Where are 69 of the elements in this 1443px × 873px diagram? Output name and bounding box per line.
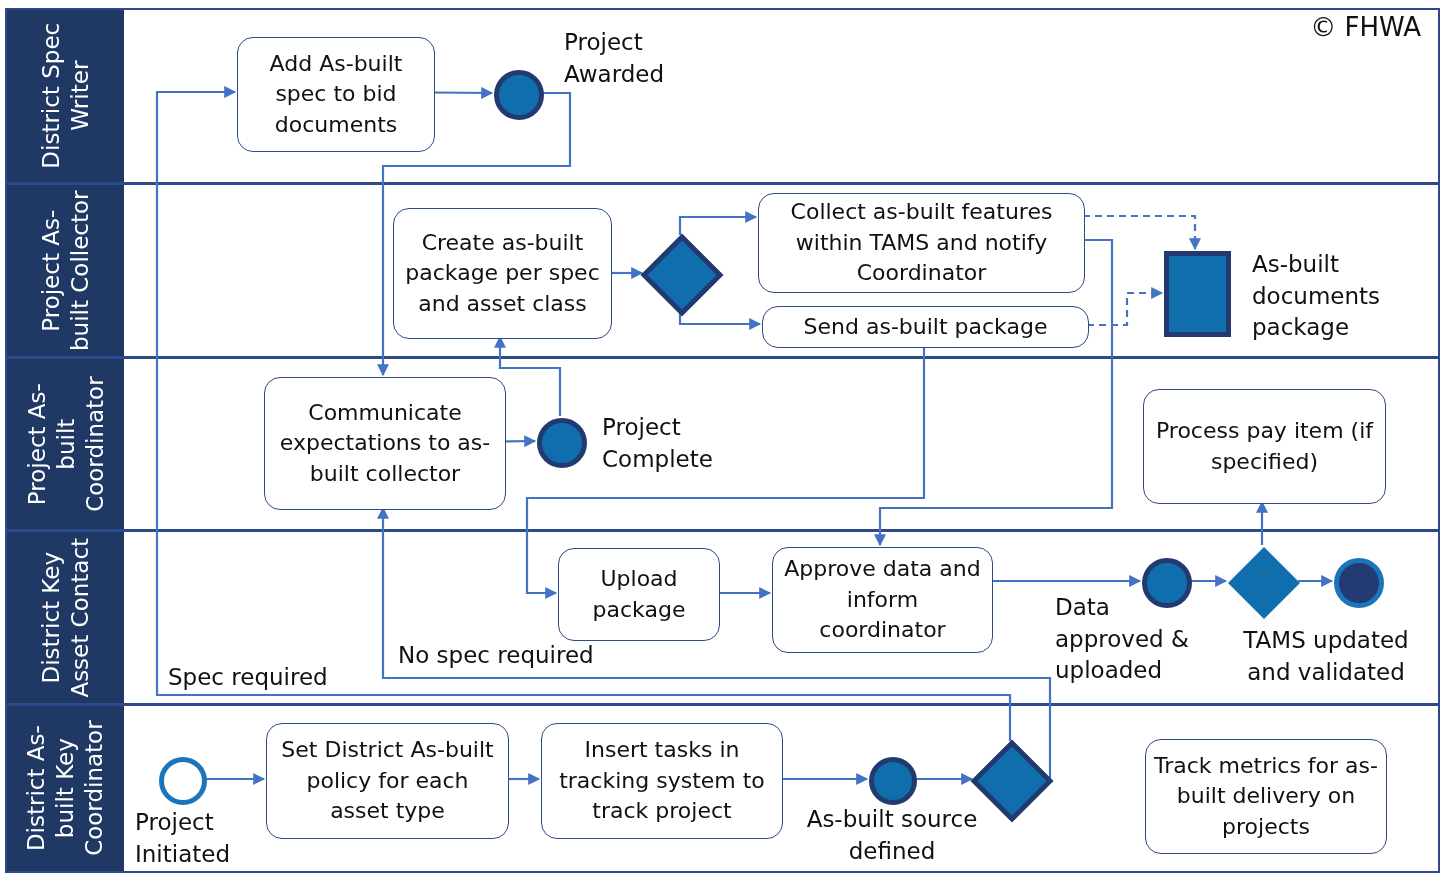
- flow-arrow: [525, 346, 926, 599]
- task-box: [393, 208, 612, 339]
- task-box: [772, 547, 993, 653]
- flow-arrow: [1298, 575, 1334, 587]
- swimlane: [5, 357, 1440, 531]
- flow-arrow: [205, 773, 266, 785]
- task-label: Communicate expectations to as-built collector: [278, 398, 492, 488]
- flow-arrow: [504, 435, 537, 448]
- event-circle: [1142, 558, 1192, 608]
- lane-label: District As-built Key Coordinator: [22, 719, 108, 859]
- gateway-diamond: [1228, 547, 1300, 619]
- lane-label: District Spec Writer: [36, 22, 94, 171]
- task-label: Create as-built package per spec and asset class: [404, 228, 601, 318]
- swimlane: [5, 704, 1440, 873]
- task-label: Process pay item (if specified): [1154, 417, 1375, 476]
- start-event-circle: [159, 757, 207, 805]
- event-label: As-built source defined: [805, 805, 979, 866]
- event-label: Project Awarded: [564, 28, 666, 89]
- task-label: Collect as-built features within TAMS and notify Coordinator: [789, 198, 1054, 288]
- flow-arrow: [991, 575, 1142, 587]
- swimlane: [5, 8, 1440, 184]
- event-circle: [537, 418, 587, 468]
- task-label: Approve data and inform coordinator: [783, 555, 982, 645]
- task-box: [266, 723, 509, 839]
- task-label: Set District As-built policy for each asset type: [280, 736, 495, 826]
- task-box: [541, 723, 783, 839]
- flow-arrow: [377, 91, 572, 377]
- event-label: TAMS updated and validated: [1242, 626, 1410, 687]
- task-label: Upload package: [591, 565, 687, 624]
- task-box: [762, 306, 1089, 348]
- task-label: Track metrics for as-built delivery on projects: [1154, 751, 1378, 841]
- flow-arrow: [915, 773, 974, 785]
- end-event-circle: [1334, 558, 1384, 608]
- swimlane: [5, 530, 1440, 705]
- flow-arrow: [678, 311, 762, 330]
- flow-arrow: [718, 587, 772, 599]
- event-circle: [494, 70, 544, 120]
- event-circle: [869, 757, 917, 805]
- lane-label: Project As-built Coordinator: [22, 375, 108, 514]
- task-label: Add As-built spec to bid documents: [268, 49, 404, 139]
- task-box: [758, 193, 1085, 293]
- flow-arrow: [507, 773, 541, 785]
- edge-label: No spec required: [398, 642, 594, 670]
- flow-arrow: [433, 86, 494, 99]
- task-label: Insert tasks in tracking system to track project: [558, 736, 766, 826]
- task-box: [1145, 739, 1387, 854]
- edge-label: Spec required: [168, 664, 328, 692]
- task-box: [1143, 389, 1386, 504]
- event-label: Project Initiated: [135, 808, 232, 869]
- swimlane: [5, 183, 1440, 358]
- task-box: [237, 37, 435, 152]
- task-box: [558, 548, 720, 641]
- flow-arrow: [1190, 575, 1228, 587]
- dashed-arrow: [1087, 287, 1164, 327]
- task-label: Send as-built package: [803, 312, 1048, 341]
- event-label: As-built documents package: [1252, 250, 1382, 343]
- flow-arrow: [155, 86, 1012, 741]
- lane-label: District Key Asset Contact: [36, 537, 94, 698]
- event-label: Project Complete: [602, 413, 714, 474]
- flow-arrow: [781, 773, 869, 785]
- lane-label: Project As-built Collector: [36, 190, 94, 351]
- document-box: [1164, 251, 1231, 337]
- flow-arrow: [874, 238, 1114, 547]
- dashed-arrow: [1083, 214, 1201, 251]
- flow-arrow: [678, 211, 758, 235]
- event-label: Data approved & uploaded: [1055, 593, 1190, 686]
- task-box: [264, 377, 506, 510]
- flow-arrow: [610, 267, 644, 279]
- copyright-note: © FHWA: [1310, 12, 1421, 42]
